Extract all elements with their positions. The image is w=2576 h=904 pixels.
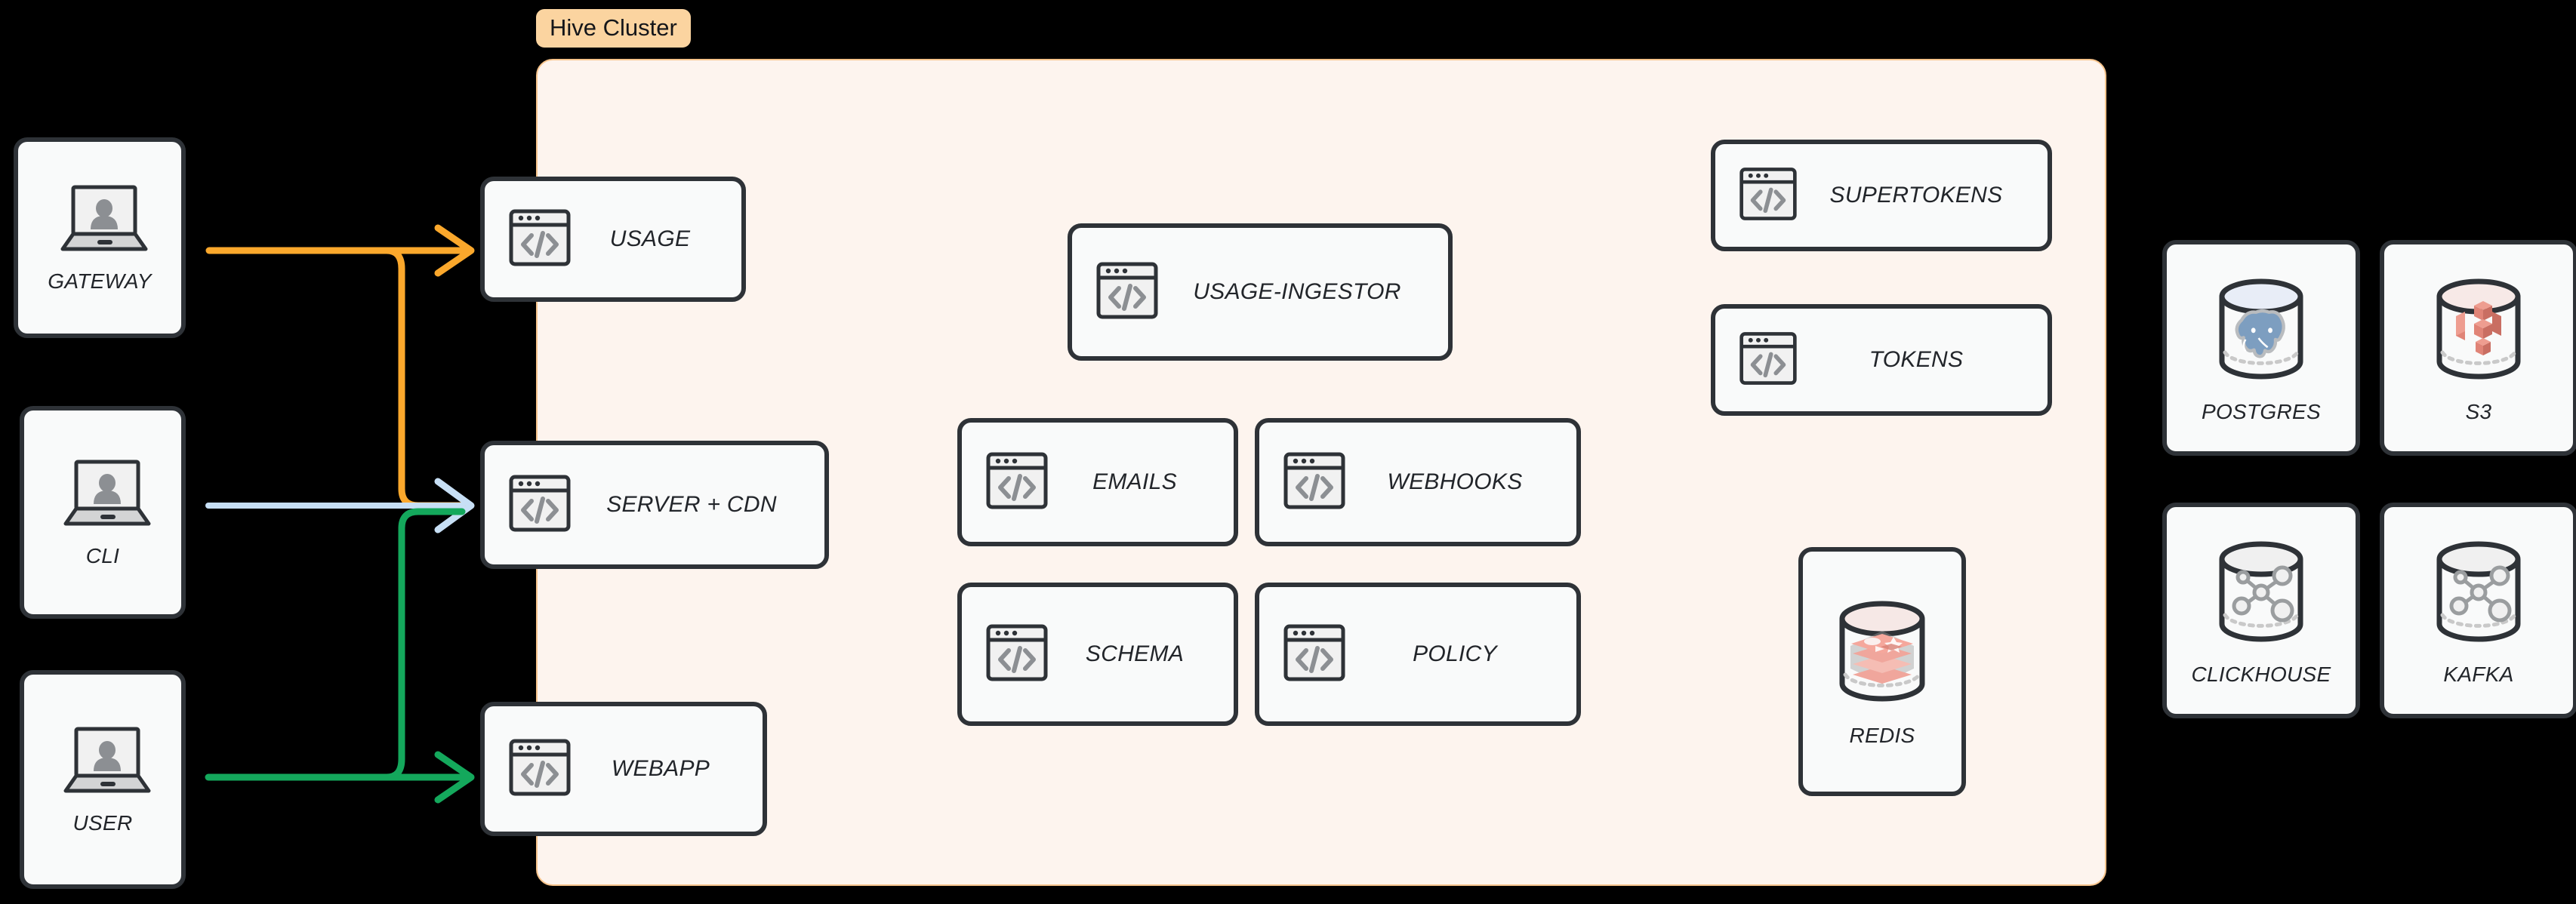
node-user-label: USER — [72, 810, 133, 835]
node-s3[interactable]: S3 — [2380, 240, 2576, 456]
code-window-icon — [1738, 164, 1798, 228]
node-usage-label: USAGE — [609, 226, 691, 251]
postgres-cylinder-icon — [2210, 272, 2313, 389]
code-window-icon — [984, 448, 1049, 517]
node-redis[interactable]: REDIS — [1798, 547, 1966, 796]
s3-cylinder-icon — [2427, 272, 2530, 389]
code-window-icon — [1738, 328, 1798, 392]
node-server-cdn-label: SERVER + CDN — [606, 492, 777, 517]
node-webhooks-label: WEBHOOKS — [1387, 469, 1523, 494]
code-window-icon — [507, 471, 572, 540]
code-window-icon — [984, 620, 1049, 689]
edge-user-to-webapp — [205, 751, 475, 804]
node-clickhouse[interactable]: CLICKHOUSE — [2162, 503, 2360, 718]
node-policy[interactable]: POLICY — [1255, 583, 1581, 726]
node-user[interactable]: USER — [20, 670, 186, 889]
node-webapp[interactable]: WEBAPP — [480, 702, 767, 836]
node-usage[interactable]: USAGE — [480, 177, 746, 302]
node-tokens[interactable]: TOKENS — [1711, 304, 2052, 416]
edge-user-to-server-cdn — [359, 508, 466, 781]
node-emails[interactable]: EMAILS — [957, 418, 1238, 546]
node-supertokens[interactable]: SUPERTOKENS — [1711, 140, 2052, 251]
cluster-cylinder-icon — [2210, 535, 2313, 652]
node-kafka[interactable]: KAFKA — [2380, 503, 2576, 718]
edge-cli-to-server-cdn — [205, 478, 475, 533]
node-webhooks[interactable]: WEBHOOKS — [1255, 418, 1581, 546]
node-usage-ingestor-label: USAGE-INGESTOR — [1193, 279, 1401, 304]
node-server-cdn[interactable]: SERVER + CDN — [480, 441, 829, 569]
code-window-icon — [507, 205, 572, 274]
node-postgres-label: POSTGRES — [2202, 399, 2321, 423]
node-schema[interactable]: SCHEMA — [957, 583, 1238, 726]
node-usage-ingestor[interactable]: USAGE-INGESTOR — [1068, 223, 1453, 361]
laptop-user-icon — [57, 183, 152, 259]
cluster-cylinder-icon — [2427, 535, 2530, 652]
node-kafka-label: KAFKA — [2443, 662, 2514, 686]
node-policy-label: POLICY — [1413, 641, 1497, 666]
edge-gateway-to-usage — [205, 224, 475, 277]
node-clickhouse-label: CLICKHOUSE — [2191, 662, 2331, 686]
node-cli[interactable]: CLI — [20, 406, 186, 619]
code-window-icon — [1282, 620, 1347, 689]
code-window-icon — [1095, 258, 1160, 327]
laptop-user-icon — [60, 457, 155, 533]
laptop-user-icon — [60, 724, 155, 801]
code-window-icon — [1282, 448, 1347, 517]
node-s3-label: S3 — [2465, 399, 2492, 423]
node-emails-label: EMAILS — [1092, 469, 1177, 494]
node-tokens-label: TOKENS — [1869, 347, 1964, 372]
hive-cluster-label: Hive Cluster — [536, 9, 691, 48]
redis-cylinder-icon — [1829, 596, 1936, 713]
code-window-icon — [507, 735, 572, 804]
node-supertokens-label: SUPERTOKENS — [1829, 183, 2003, 208]
node-redis-label: REDIS — [1849, 723, 1915, 747]
node-postgres[interactable]: POSTGRES — [2162, 240, 2360, 456]
edge-gateway-to-server-cdn — [359, 247, 466, 509]
node-gateway[interactable]: GATEWAY — [14, 137, 186, 338]
node-webapp-label: WEBAPP — [611, 756, 710, 781]
node-schema-label: SCHEMA — [1085, 641, 1185, 666]
node-cli-label: CLI — [85, 543, 120, 567]
node-gateway-label: GATEWAY — [48, 269, 152, 293]
